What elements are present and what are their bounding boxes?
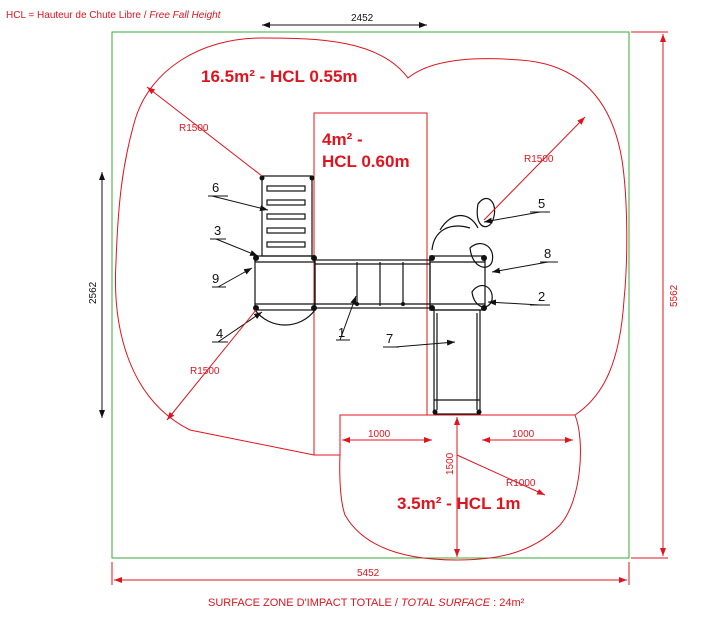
radius-label-top-left: R1500	[179, 123, 209, 134]
callout-6: 6	[212, 180, 219, 195]
impact-zone-main	[114, 37, 628, 456]
impact-zone-slide-exit	[339, 414, 581, 561]
callout-4: 4	[216, 326, 223, 341]
play-structure	[254, 175, 496, 415]
right-height-label: 5562	[669, 284, 680, 307]
slide-right-width-label: 1000	[512, 429, 535, 440]
total-surface-caption: SURFACE ZONE D'IMPACT TOTALE / TOTAL SUR…	[208, 597, 525, 609]
slide-dimensions	[342, 417, 573, 557]
callout-3: 3	[214, 223, 221, 238]
callout-8: 8	[544, 246, 551, 261]
bottom-width-label: 5452	[357, 568, 380, 579]
site-boundary	[111, 31, 630, 559]
slide-length-label: 1500	[445, 452, 456, 475]
site-dimensions	[111, 31, 668, 585]
zone-slide-exit-label: 3.5m² - HCL 1m	[397, 494, 520, 513]
callout-9: 9	[212, 271, 219, 286]
radius-lines	[146, 86, 586, 496]
callouts	[208, 195, 558, 348]
legend-text: HCL = Hauteur de Chute Libre / Free Fall…	[6, 10, 222, 21]
callout-5: 5	[538, 196, 545, 211]
zone-slide-top-label-2: HCL 0.60m	[322, 152, 410, 171]
overall-dimensions	[99, 22, 427, 418]
callout-7: 7	[386, 331, 393, 346]
callout-2: 2	[538, 289, 545, 304]
radius-label-bottom-left: R1500	[190, 366, 220, 377]
top-width-label: 2452	[351, 13, 374, 24]
structure-bolts	[253, 175, 487, 415]
zone-main-label: 16.5m² - HCL 0.55m	[201, 67, 358, 86]
left-height-label: 2562	[88, 281, 99, 304]
radius-label-slide: R1000	[506, 478, 536, 489]
slide-left-width-label: 1000	[368, 429, 391, 440]
radius-label-top-right: R1500	[524, 154, 554, 165]
zone-slide-top-label-1: 4m² -	[322, 130, 363, 149]
callout-1: 1	[338, 325, 345, 340]
